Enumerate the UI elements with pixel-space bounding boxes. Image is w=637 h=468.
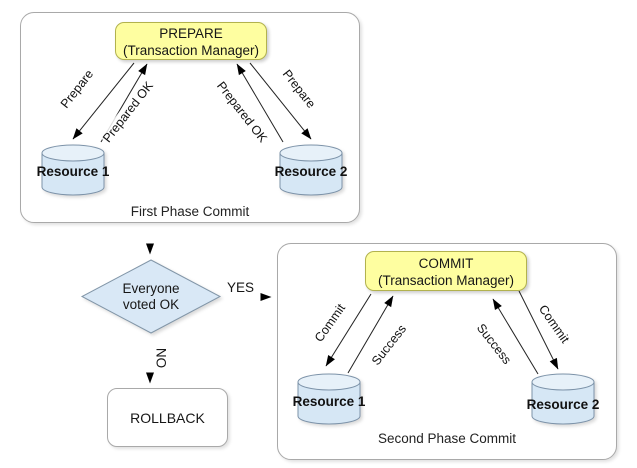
decision-text: Everyone voted OK bbox=[80, 258, 222, 335]
no-branch-label: NO bbox=[153, 347, 169, 369]
commit-manager-node: COMMIT (Transaction Manager) bbox=[365, 251, 527, 291]
commit-subtitle: (Transaction Manager) bbox=[377, 273, 515, 288]
resource1-label: Resource 1 bbox=[292, 394, 366, 409]
arrow-resource2-success bbox=[492, 298, 539, 375]
database-cylinder-resource2 bbox=[279, 144, 343, 196]
decision-text-line1: Everyone bbox=[122, 280, 180, 296]
arrow-prepare-to-resource2 bbox=[249, 62, 312, 140]
prepare-subtitle: (Transaction Manager) bbox=[122, 43, 260, 58]
database-cylinder-resource1 bbox=[41, 144, 105, 196]
second-phase-container: COMMIT (Transaction Manager) Resource 1 … bbox=[277, 243, 617, 460]
arrow-resource1-success bbox=[347, 295, 394, 374]
rollback-node: ROLLBACK bbox=[107, 388, 228, 447]
decision-diamond: Everyone voted OK bbox=[80, 258, 222, 335]
yes-branch-label: YES bbox=[227, 280, 255, 295]
resource2-label: Resource 2 bbox=[526, 397, 600, 412]
resource1-label: Resource 1 bbox=[36, 164, 110, 179]
diamond-shape bbox=[80, 259, 222, 334]
database-cylinder-resource1 bbox=[297, 373, 361, 425]
resource2-label: Resource 2 bbox=[274, 164, 348, 179]
arrow-commit-to-resource2 bbox=[518, 290, 559, 370]
decision-text-line2: voted OK bbox=[122, 296, 180, 312]
first-phase-container: PREPARE (Transaction Manager) Resource 1… bbox=[20, 12, 360, 223]
arrow-resource2-prepared-ok bbox=[236, 63, 284, 143]
phase2-arrows bbox=[325, 290, 559, 375]
database-cylinder-resource2 bbox=[531, 373, 595, 425]
prepare-manager-node: PREPARE (Transaction Manager) bbox=[115, 22, 267, 60]
commit-title: COMMIT bbox=[418, 256, 474, 271]
second-phase-caption: Second Phase Commit bbox=[377, 431, 517, 446]
arrow-commit-to-resource1 bbox=[325, 293, 372, 367]
arrow-prepare-to-resource1 bbox=[72, 62, 135, 140]
prepare-title: PREPARE bbox=[159, 26, 223, 41]
rollback-label: ROLLBACK bbox=[130, 409, 205, 426]
first-phase-caption: First Phase Commit bbox=[130, 204, 250, 219]
